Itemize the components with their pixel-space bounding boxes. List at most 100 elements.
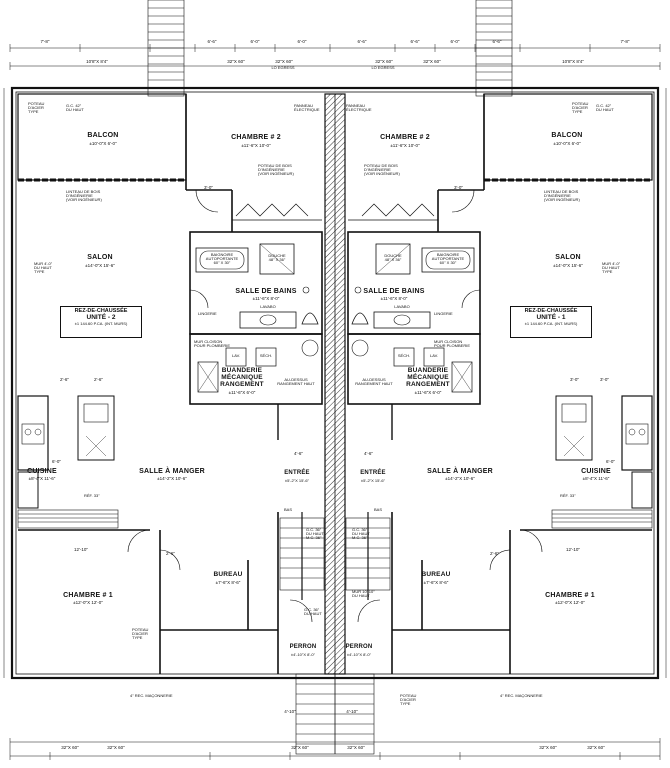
room-size: ±14'-0"X 15'-6" (85, 263, 115, 268)
room-cuisine-right: CUISINE (581, 468, 611, 475)
window-size: 32"X 60" (539, 745, 557, 750)
room-salle-de-bains-left: SALLE DE BAINS (235, 288, 297, 295)
dim-interior: 3'-0" (570, 377, 579, 382)
room-size: ±11'-6"X 6'-0" (228, 390, 256, 395)
room-chambre2-left: CHAMBRE # 2 (231, 134, 281, 141)
dim-interior: 12'-10" (74, 547, 88, 552)
room-size: ±12'-0"X 12'-0" (73, 600, 103, 605)
linen-label: LINGERIE (434, 311, 453, 316)
room-salle-de-bains-right: SALLE DE BAINS (363, 288, 425, 295)
dim-interior: 3'-0" (600, 377, 609, 382)
dim-interior: 3'-0" (454, 185, 463, 190)
dryer-label: SÉCH. (397, 353, 411, 358)
window-size: 32"X 60" (423, 59, 441, 64)
room-chambre2-right: CHAMBRE # 2 (380, 134, 430, 141)
room-size: ±8'-4"X 11'-6" (582, 476, 610, 481)
dim-bottom: 4'-10" (284, 709, 296, 714)
window-size: 32"X 60" (227, 59, 245, 64)
unit-label-box-right: REZ-DE-CHAUSSÉE UNITÉ - 1 ±1 144.60 P.CA… (510, 306, 592, 338)
dim-interior: 4'-6" (364, 451, 373, 456)
room-size: ±7'-6"X 8'-6" (215, 580, 241, 585)
dim-interior: 12'-10" (566, 547, 580, 552)
span-dimension: 10'8"X 8'4" (562, 59, 584, 64)
dim-interior: 2'-6" (490, 551, 499, 556)
window-size: 32"X 60" (347, 745, 365, 750)
room-size: ±11'-6"X 8'-0" (380, 296, 408, 301)
dim-interior: 2'-6" (94, 377, 103, 382)
window-size: 32"X 60" (587, 745, 605, 750)
washer-label: LAV. (429, 353, 439, 358)
room-salle-a-manger-right: SALLE À MANGER (427, 468, 493, 475)
stair-down-label: BAS (374, 507, 383, 512)
guard-note: G.C. 42"DU HAUT (66, 103, 84, 113)
span-dimension: 10'8"X 8'4" (86, 59, 108, 64)
dim-top: 6'-6" (357, 39, 367, 44)
room-size: ±10'-0"X 6'-0" (553, 141, 581, 146)
room-size: ±10'-0"X 6'-0" (89, 141, 117, 146)
dimension-lines-sides (3, 88, 667, 678)
dim-interior: 2'-6" (60, 377, 69, 382)
room-size: ±4'-10"X 8'-0" (290, 652, 316, 657)
room-chambre1-left: CHAMBRE # 1 (63, 592, 113, 599)
room-entree-right: ENTRÉE (360, 470, 386, 476)
unit-area: ±1 144.60 P.CA. (INT. MURS) (74, 320, 128, 326)
washer-label: LAV. (231, 353, 241, 358)
porch-stairs (295, 673, 375, 755)
room-size: ±14'-2"X 10'-6" (445, 476, 475, 481)
kitchen-steps (17, 509, 653, 529)
unit-floor-title: REZ-DE-CHAUSSÉE (524, 308, 578, 314)
dimension-lines-bottom (9, 738, 661, 760)
room-size: ±11'-6"X 8'-0" (252, 296, 280, 301)
room-size: ±11'-6"X 6'-0" (414, 390, 442, 395)
room-perron-left: PERRON (289, 644, 317, 650)
kitchens (17, 395, 653, 509)
room-size: ±4'-10"X 8'-0" (346, 652, 372, 657)
dim-interior: 6'-0" (52, 459, 61, 464)
dim-interior: 4'-6" (294, 451, 303, 456)
guard-note: G.C. 36"DU HAUT (304, 607, 322, 617)
dim-top: 6'-0" (450, 39, 460, 44)
fridge-label: RÉF. 33" (84, 493, 100, 498)
window-egress: LO EGRESS (371, 65, 395, 70)
dim-interior: 6'-0" (606, 459, 615, 464)
room-size: ±8'-4"X 11'-6" (28, 476, 56, 481)
door-swings (127, 189, 543, 623)
room-size: ±7'-6"X 8'-6" (423, 580, 449, 585)
dim-top: 6'-6" (492, 39, 502, 44)
room-chambre1-right: CHAMBRE # 1 (545, 592, 595, 599)
room-salon-left: SALON (87, 254, 113, 261)
room-size: ±14'-0"X 15'-6" (553, 263, 583, 268)
wall-height-note: MUR 10'-10"DU HAUT (352, 589, 375, 599)
window-size: 32"X 60" (291, 745, 309, 750)
sink-label: LAVABO (260, 304, 276, 309)
dimension-lines-top (9, 44, 661, 70)
interior-stairs (279, 517, 391, 591)
room-bureau-left: BUREAU (213, 571, 243, 578)
masonry-note: 4" REC. MAÇONNERIE (130, 693, 173, 698)
room-size: ±12'-0"X 12'-0" (555, 600, 585, 605)
room-salle-a-manger-left: SALLE À MANGER (139, 468, 205, 475)
unit-label-box-left: REZ-DE-CHAUSSÉE UNITÉ - 2 ±1 144.60 P.CA… (60, 306, 142, 338)
room-size: ±11'-6"X 10'-0" (241, 143, 271, 148)
masonry-note: 4" REC. MAÇONNERIE (500, 693, 543, 698)
unit-number: UNITÉ - 1 (536, 313, 566, 321)
room-entree-left: ENTRÉE (284, 470, 310, 476)
dim-bottom: 4'-10" (346, 709, 358, 714)
linen-label: LINGERIE (198, 311, 217, 316)
